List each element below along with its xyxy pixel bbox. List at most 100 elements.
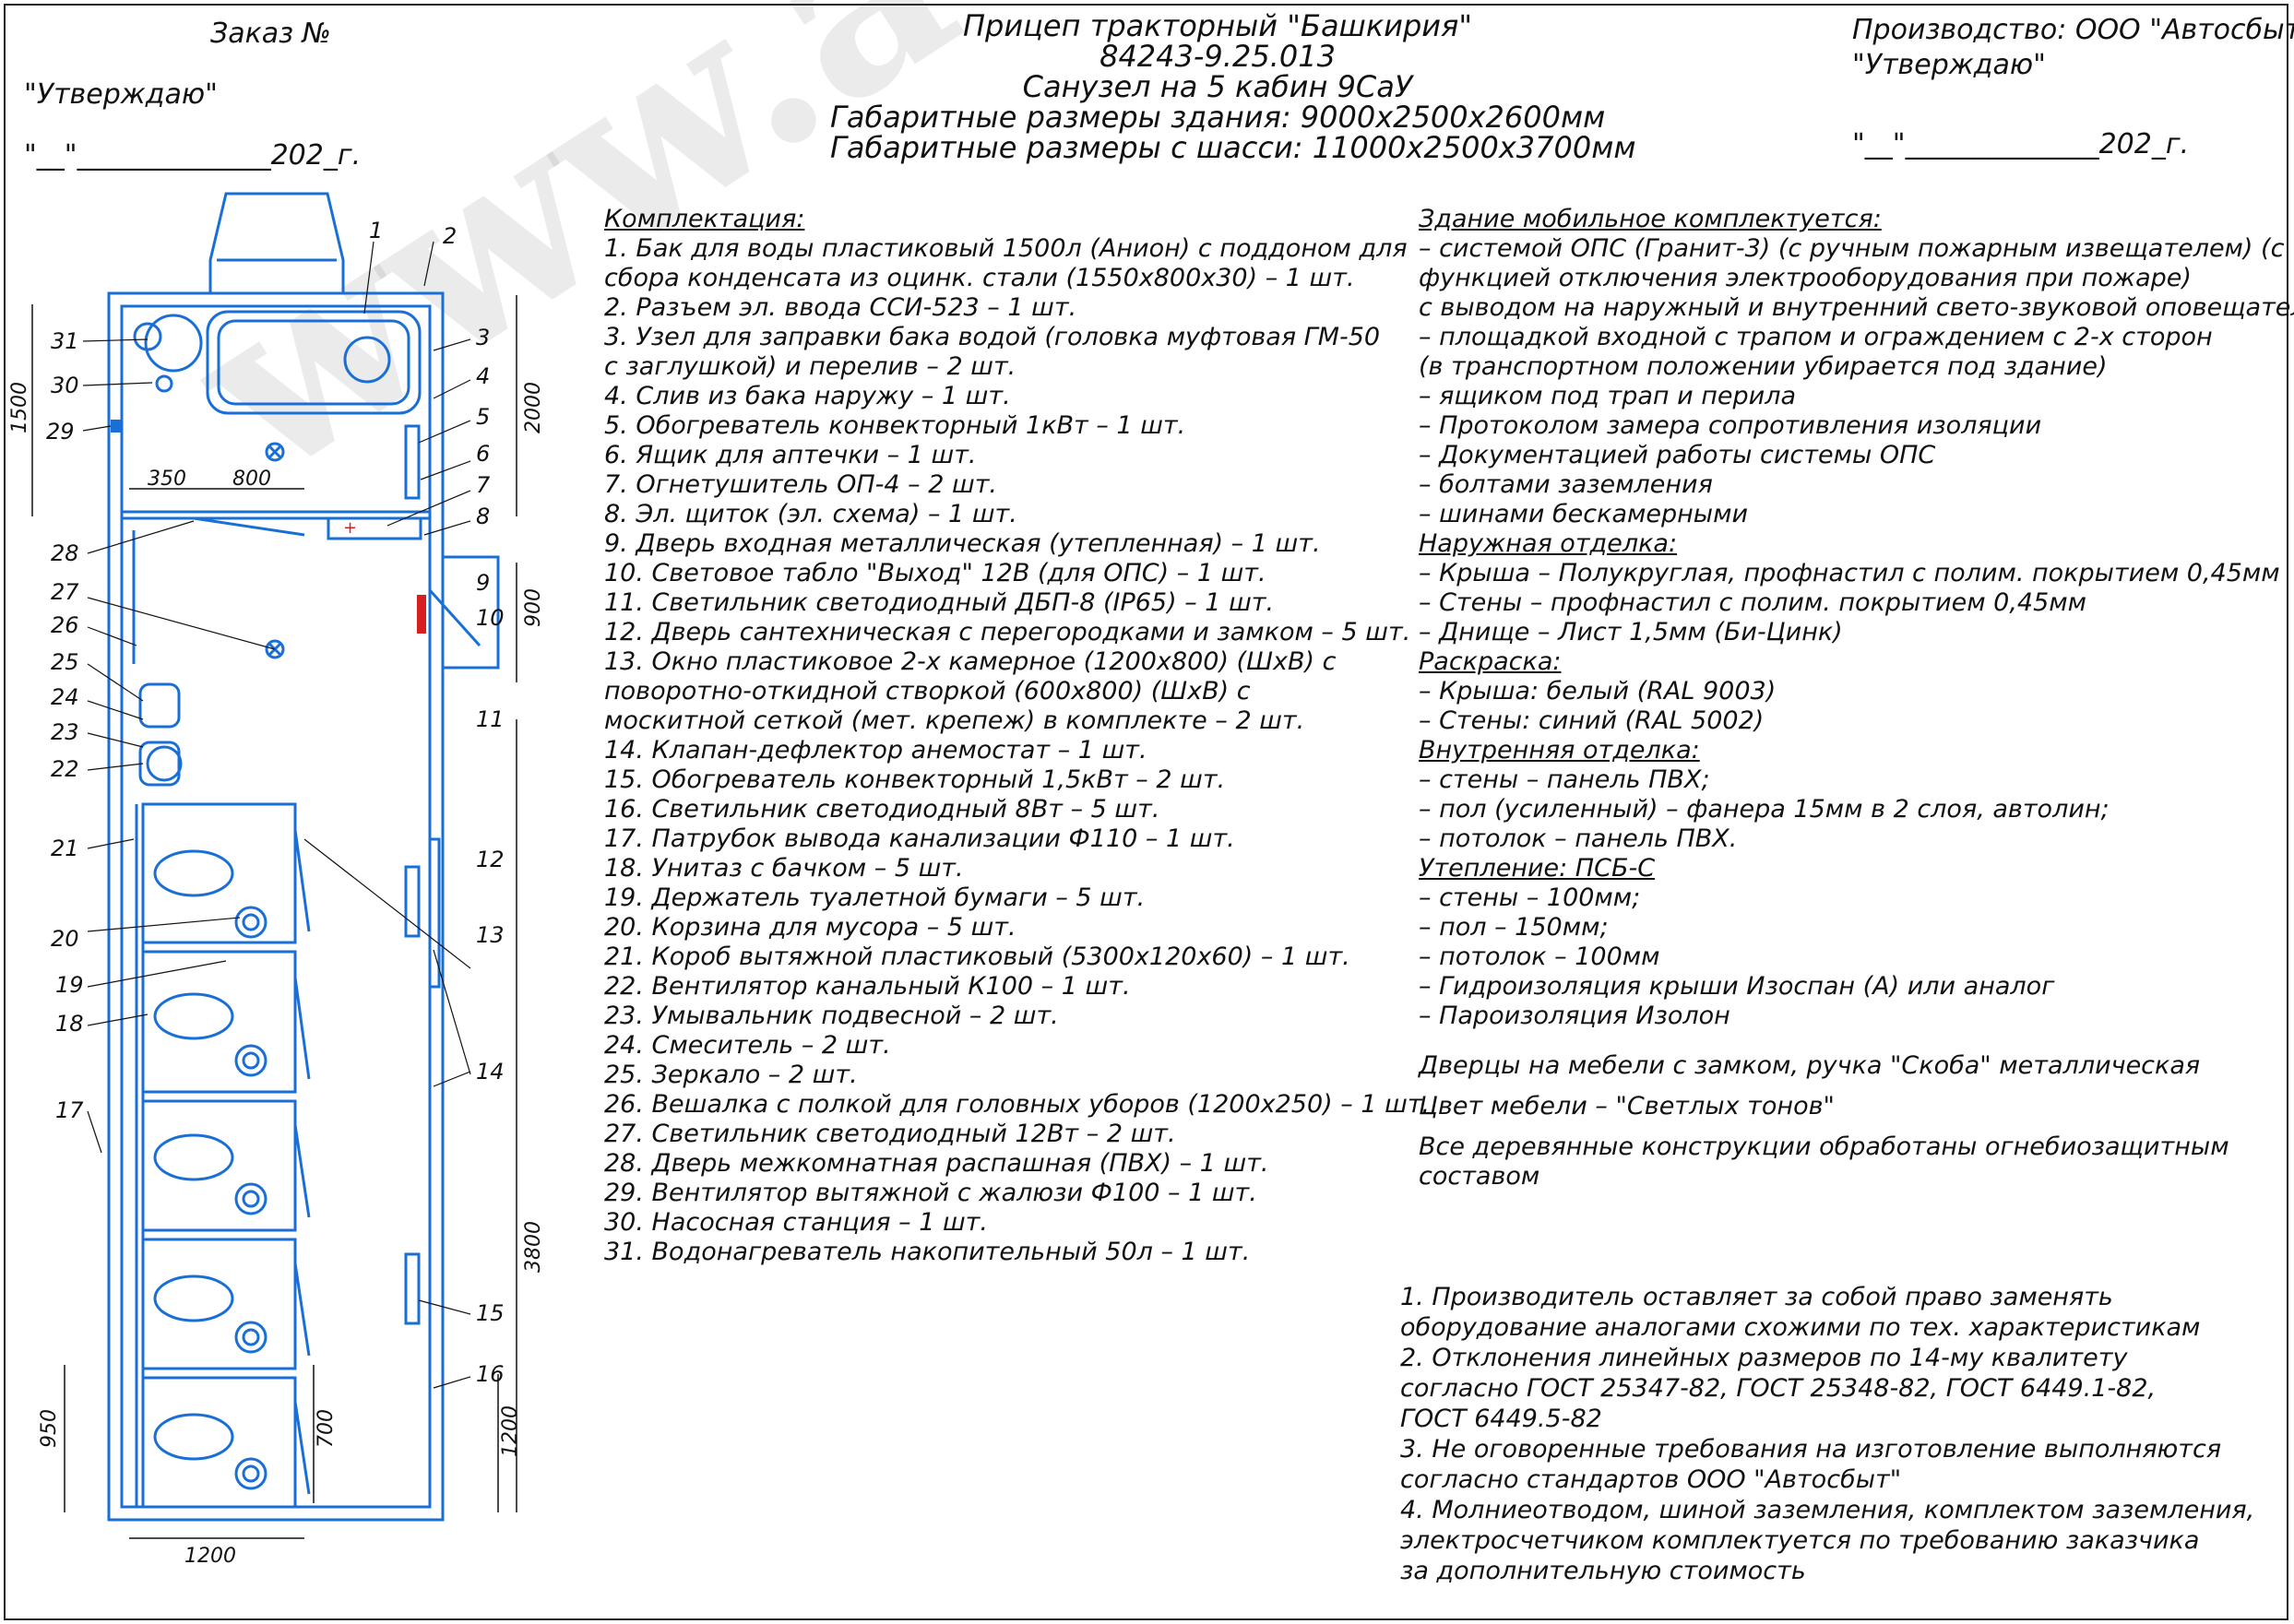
equipment-line: 22. Вентилятор канальный К100 – 1 шт. — [604, 972, 1131, 1001]
sheet-frame — [4, 4, 2288, 1620]
callout-number: 6 — [476, 441, 490, 467]
equipment-line: 10. Световое табло "Выход" 12В (для ОПС)… — [604, 559, 1266, 587]
equipment-heading: Комплектация: — [604, 205, 805, 233]
building-line: (в транспортном положении убирается под … — [1419, 352, 2108, 381]
equipment-line: 6. Ящик для аптечки – 1 шт. — [604, 441, 977, 469]
equipment-line: 1. Бак для воды пластиковый 1500л (Анион… — [604, 234, 1408, 263]
equipment-line: 29. Вентилятор вытяжной с жалюзи Ф100 – … — [604, 1179, 1257, 1207]
title-block: Прицеп тракторный "Башкирия" 84243-9.25.… — [830, 8, 1636, 165]
equipment-line: 8. Эл. щиток (эл. схема) – 1 шт. — [604, 500, 1017, 528]
building-line: с выводом на наружный и внутренний свето… — [1419, 293, 2294, 322]
note-line: оборудование аналогами схожими по тех. х… — [1400, 1313, 2201, 1342]
dim-1500: 1500 — [8, 382, 31, 433]
note-line: электросчетчиком комплектуется по требов… — [1400, 1526, 2200, 1555]
building-line: – потолок – 100мм — [1419, 942, 1660, 971]
equipment-line: 25. Зеркало – 2 шт. — [604, 1061, 858, 1089]
note-line: 3. Не оговоренные требования на изготовл… — [1400, 1435, 2222, 1464]
equipment-line: 26. Вешалка с полкой для головных уборов… — [604, 1090, 1431, 1119]
approve-left: "Утверждаю" — [24, 78, 218, 111]
equipment-line: поворотно-откидной створкой (600x800) (Ш… — [604, 677, 1251, 705]
callout-number: 25 — [51, 649, 79, 675]
note-line: 2. Отклонения линейных размеров по 14-му… — [1400, 1344, 2128, 1372]
note-line: 4. Молниеотводом, шиной заземления, комп… — [1400, 1496, 2255, 1524]
callout-number: 5 — [476, 404, 490, 430]
equipment-line: 2. Разъем эл. ввода ССИ-523 – 1 шт. — [604, 293, 1077, 322]
equipment-line: 7. Огнетушитель ОП-4 – 2 шт. — [604, 470, 998, 499]
building-line: – Гидроизоляция крыши Изоспан (А) или ан… — [1419, 972, 2055, 1001]
callout-number: 12 — [476, 847, 505, 872]
callout-number: 1 — [369, 218, 383, 243]
title-line-4: Габаритные размеры здания: 9000x2500x260… — [830, 100, 1606, 135]
callout-number: 21 — [51, 836, 79, 861]
building-section-heading: Здание мобильное комплектуется: — [1419, 205, 1882, 233]
callout-number: 15 — [476, 1300, 505, 1326]
equipment-line: 4. Слив из бака наружу – 1 шт. — [604, 382, 1011, 410]
floor-plan: + 1500 2000 350 800 900 3800 950 700 120… — [8, 192, 545, 1568]
date-left: "__"______________202_г. — [24, 139, 362, 172]
building-section-heading: Внутренняя отделка: — [1419, 736, 1700, 765]
building-line: – Протоколом замера сопротивления изоляц… — [1419, 411, 2042, 440]
general-notes: 1. Производитель оставляет за собой прав… — [1400, 1282, 2254, 1586]
equipment-line: 20. Корзина для мусора – 5 шт. — [604, 913, 1016, 942]
dim-900: 900 — [522, 588, 545, 627]
equipment-line: 12. Дверь сантехническая с перегородками… — [604, 618, 1411, 646]
callout-number: 17 — [55, 1097, 84, 1123]
dim-3800: 3800 — [522, 1221, 545, 1273]
callout-number: 28 — [51, 540, 79, 566]
dim-800: 800 — [232, 468, 271, 491]
equipment-line: 5. Обогреватель конвекторный 1кВт – 1 шт… — [604, 411, 1186, 440]
title-line-2: 84243-9.25.013 — [1099, 39, 1336, 74]
dim-950: 950 — [38, 1409, 61, 1448]
dim-1200-horizontal: 1200 — [184, 1545, 236, 1568]
title-line-5: Габаритные размеры с шасси: 11000x2500x3… — [830, 130, 1636, 165]
building-line: – Днище – Лист 1,5мм (Би-Цинк) — [1419, 618, 1843, 646]
equipment-line: 21. Короб вытяжной пластиковый (5300x120… — [604, 942, 1350, 971]
approve-right: "Утверждаю" — [1852, 49, 2046, 81]
note-line: ГОСТ 6449.5-82 — [1400, 1405, 1602, 1433]
callout-number: 10 — [476, 605, 505, 631]
note-line: за дополнительную стоимость — [1400, 1557, 1806, 1585]
building-line: – Крыша: белый (RAL 9003) — [1419, 677, 1777, 705]
building-line: – стены – панель ПВХ; — [1419, 765, 1710, 794]
callout-number: 30 — [51, 373, 79, 398]
equipment-list: Комплектация: 1. Бак для воды пластиковы… — [604, 205, 1430, 1267]
building-extra-line: составом — [1419, 1162, 1540, 1191]
building-line: функцией отключения электрооборудования … — [1419, 264, 2192, 292]
building-line: – потолок – панель ПВХ. — [1419, 824, 1738, 853]
manufacturer: Производство: ООО "Автосбыт" — [1852, 14, 2294, 46]
title-line-3: Санузел на 5 кабин 9СаУ — [1022, 69, 1413, 104]
equipment-line: 17. Патрубок вывода канализации Ф110 – 1… — [604, 824, 1235, 853]
equipment-line: 24. Смеситель – 2 шт. — [604, 1031, 891, 1060]
callout-number: 3 — [476, 325, 490, 350]
title-line-1: Прицеп тракторный "Башкирия" — [962, 8, 1473, 43]
equipment-line: с заглушкой) и перелив – 2 шт. — [604, 352, 1016, 381]
building-line: – Стены – профнастил с полим. покрытием … — [1419, 588, 2087, 617]
callout-number: 2 — [443, 223, 457, 249]
building-section-heading: Утепление: ПСБ-С — [1419, 854, 1656, 883]
building-line: – Стены: синий (RAL 5002) — [1419, 706, 1765, 735]
outer-wall — [107, 291, 445, 1522]
building-extra-line: Дверцы на мебели с замком, ручка "Скоба"… — [1419, 1051, 2201, 1080]
dim-2000: 2000 — [522, 382, 545, 433]
dim-1200-vertical: 1200 — [499, 1405, 522, 1457]
note-line: 1. Производитель оставляет за собой прав… — [1400, 1283, 2113, 1311]
callout-number: 23 — [51, 719, 79, 745]
svg-text:+: + — [343, 518, 357, 538]
callout-number: 9 — [476, 570, 490, 596]
building-line: – пол (усиленный) – фанера 15мм в 2 слоя… — [1419, 795, 2110, 824]
callout-number: 27 — [51, 579, 79, 605]
callout-number: 31 — [51, 328, 79, 354]
equipment-line: 18. Унитаз с бачком – 5 шт. — [604, 854, 964, 883]
dim-350: 350 — [148, 468, 186, 491]
callout-number: 20 — [51, 926, 79, 952]
building-line: – шинами бескамерными — [1419, 500, 1748, 528]
equipment-line: 3. Узел для заправки бака водой (головка… — [604, 323, 1381, 351]
equipment-line: 30. Насосная станция – 1 шт. — [604, 1208, 988, 1237]
equipment-line: 11. Светильник светодиодный ДБП-8 (IP65)… — [604, 588, 1275, 617]
building-extra-line: Все деревянные конструкции обработаны ог… — [1419, 1132, 2229, 1161]
callout-number: 7 — [476, 472, 491, 498]
building-line: – площадкой входной с трапом и ограждени… — [1419, 323, 2213, 351]
equipment-line: 27. Светильник светодиодный 12Вт – 2 шт. — [604, 1120, 1176, 1148]
callout-number: 14 — [476, 1059, 505, 1085]
